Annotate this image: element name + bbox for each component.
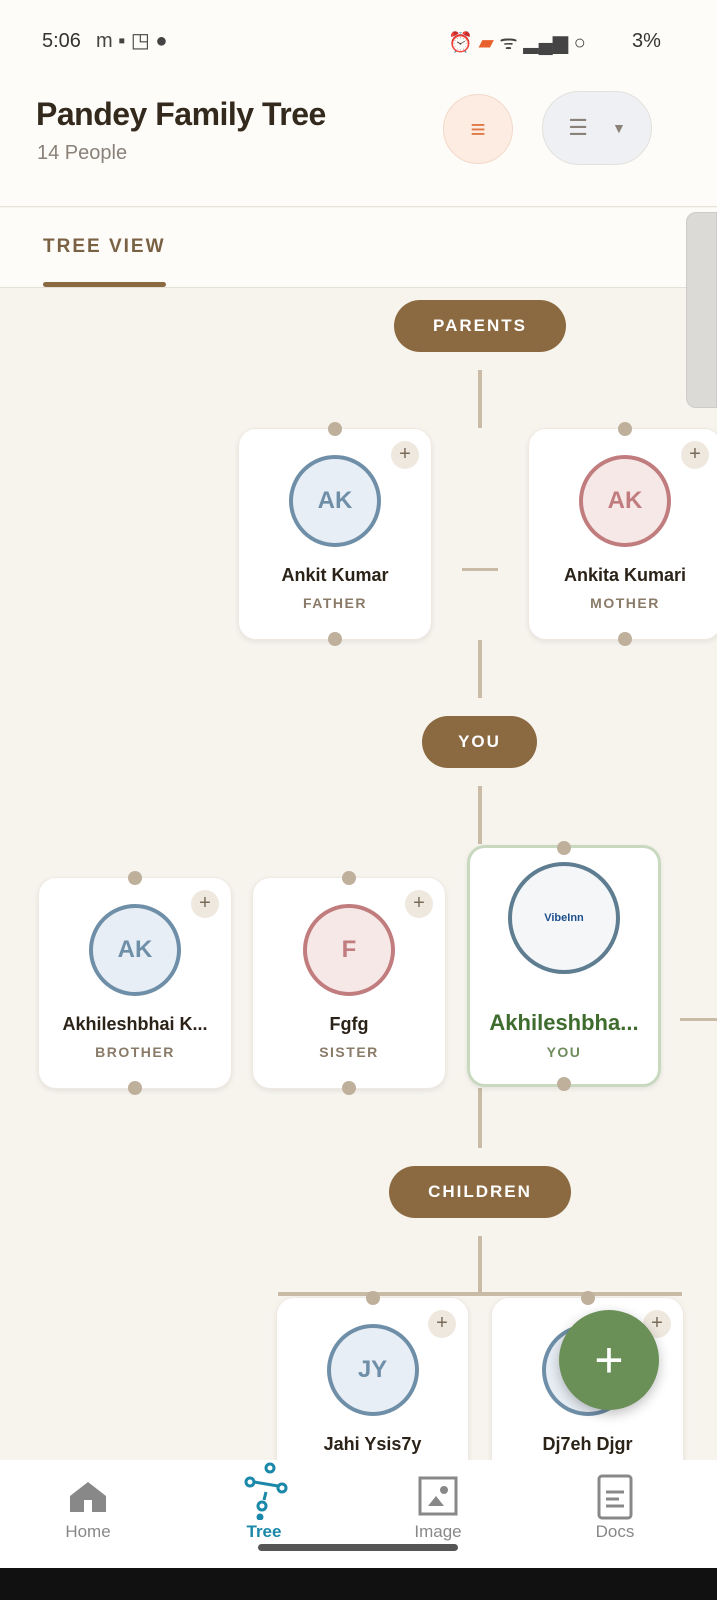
nav-label: Docs bbox=[595, 1522, 635, 1541]
list-icon: ☰ bbox=[568, 115, 588, 140]
docs-icon bbox=[597, 1474, 633, 1520]
person-card-sister[interactable]: + F Fgfg SISTER bbox=[252, 871, 446, 1095]
tab-bar: TREE VIEW bbox=[0, 208, 717, 288]
avatar: AK bbox=[89, 904, 181, 996]
person-name: Ankit Kumar bbox=[281, 565, 389, 585]
connector bbox=[478, 370, 482, 428]
view-mode-dropdown[interactable]: ☰▼ bbox=[542, 91, 652, 165]
connector-dot bbox=[342, 871, 356, 885]
photo-logo-text: VibeInn bbox=[544, 912, 584, 924]
connector-dot bbox=[128, 871, 142, 885]
connector-dot bbox=[342, 1081, 356, 1095]
person-name: Fgfg bbox=[329, 1014, 369, 1034]
add-relative-button[interactable]: + bbox=[428, 1310, 456, 1338]
connector-dot bbox=[557, 1077, 571, 1091]
add-relative-button[interactable]: + bbox=[191, 890, 219, 918]
connector-dot bbox=[618, 422, 632, 436]
person-name: Dj7eh Djgr bbox=[542, 1434, 633, 1454]
person-name: Akhileshbha... bbox=[489, 1010, 639, 1035]
profile-photo: VibeInn bbox=[508, 862, 620, 974]
nav-home[interactable]: Home bbox=[28, 1460, 148, 1568]
app-header: Pandey Family Tree 14 People ≡ ☰▼ bbox=[0, 84, 717, 207]
nav-image[interactable]: Image bbox=[378, 1460, 498, 1568]
connector-dot bbox=[328, 632, 342, 646]
person-role: BROTHER bbox=[95, 1044, 175, 1060]
connector bbox=[478, 786, 482, 844]
connector bbox=[478, 1236, 482, 1294]
connector-dot bbox=[328, 422, 342, 436]
avatar: JY bbox=[326, 1324, 419, 1416]
tab-tree-view[interactable]: TREE VIEW bbox=[43, 236, 166, 257]
person-card-mother[interactable]: + AK Ankita Kumari MOTHER bbox=[528, 422, 717, 646]
person-card-father[interactable]: + AK Ankit Kumar FATHER bbox=[238, 422, 432, 646]
nav-label: Image bbox=[414, 1522, 462, 1541]
gesture-bar bbox=[258, 1544, 458, 1551]
add-relative-button[interactable]: + bbox=[681, 441, 709, 469]
system-nav-area bbox=[0, 1568, 717, 1600]
scrollbar[interactable] bbox=[686, 212, 717, 408]
notification-icons: m ▪ ◳ ● bbox=[96, 30, 168, 52]
bottom-nav: Home Tree Image Docs bbox=[0, 1460, 717, 1568]
connector-dot bbox=[365, 1291, 380, 1305]
connector bbox=[478, 640, 482, 698]
person-card-self[interactable]: VibeInn Akhileshbha... YOU bbox=[467, 841, 661, 1091]
section-label-parents: PARENTS bbox=[394, 300, 566, 352]
section-label-you: YOU bbox=[422, 716, 537, 768]
page-title: Pandey Family Tree bbox=[36, 96, 326, 132]
avatar: F bbox=[303, 904, 395, 996]
home-icon bbox=[70, 1482, 106, 1512]
filter-icon: ≡ bbox=[470, 113, 486, 144]
nav-tree[interactable]: Tree bbox=[204, 1460, 324, 1568]
person-name: Jahi Ysis7y bbox=[323, 1434, 422, 1454]
status-bar: 5:06 m ▪ ◳ ● ⏰ ▰ ᯤ ▂▄▆ ○ 3% bbox=[0, 0, 717, 84]
person-name: Ankita Kumari bbox=[563, 565, 687, 585]
system-icons: ⏰ ▰ ᯤ ▂▄▆ ○ bbox=[448, 32, 586, 54]
connector-dot bbox=[557, 841, 571, 855]
connector-dot bbox=[128, 1081, 142, 1095]
status-time: 5:06 bbox=[42, 30, 81, 52]
nav-label: Tree bbox=[246, 1522, 282, 1541]
image-icon bbox=[418, 1476, 458, 1516]
person-role: SISTER bbox=[319, 1044, 379, 1060]
connector bbox=[680, 1018, 717, 1021]
connector-dot bbox=[580, 1291, 595, 1305]
connector bbox=[278, 1292, 682, 1296]
connector-dot bbox=[618, 632, 632, 646]
battery-level: 3% bbox=[632, 30, 661, 52]
connector bbox=[462, 568, 498, 571]
avatar: AK bbox=[289, 455, 381, 547]
people-count: 14 People bbox=[37, 142, 128, 164]
add-relative-button[interactable]: + bbox=[391, 441, 419, 469]
filter-button[interactable]: ≡ bbox=[443, 94, 513, 164]
tree-icon bbox=[244, 1462, 288, 1520]
person-role: MOTHER bbox=[590, 595, 660, 611]
tab-indicator bbox=[43, 282, 166, 287]
person-role: YOU bbox=[546, 1044, 582, 1060]
chevron-down-icon: ▼ bbox=[611, 120, 626, 136]
person-name: Akhileshbhai K... bbox=[62, 1014, 208, 1034]
add-relative-button[interactable]: + bbox=[405, 890, 433, 918]
connector bbox=[478, 1088, 482, 1148]
person-role: FATHER bbox=[303, 595, 367, 611]
avatar: AK bbox=[579, 455, 671, 547]
plus-icon: + bbox=[594, 1332, 624, 1388]
add-person-fab[interactable]: + bbox=[559, 1310, 659, 1410]
section-label-children: CHILDREN bbox=[389, 1166, 571, 1218]
nav-docs[interactable]: Docs bbox=[555, 1460, 675, 1568]
nav-label: Home bbox=[65, 1522, 111, 1541]
person-card-brother[interactable]: + AK Akhileshbhai K... BROTHER bbox=[38, 871, 232, 1095]
